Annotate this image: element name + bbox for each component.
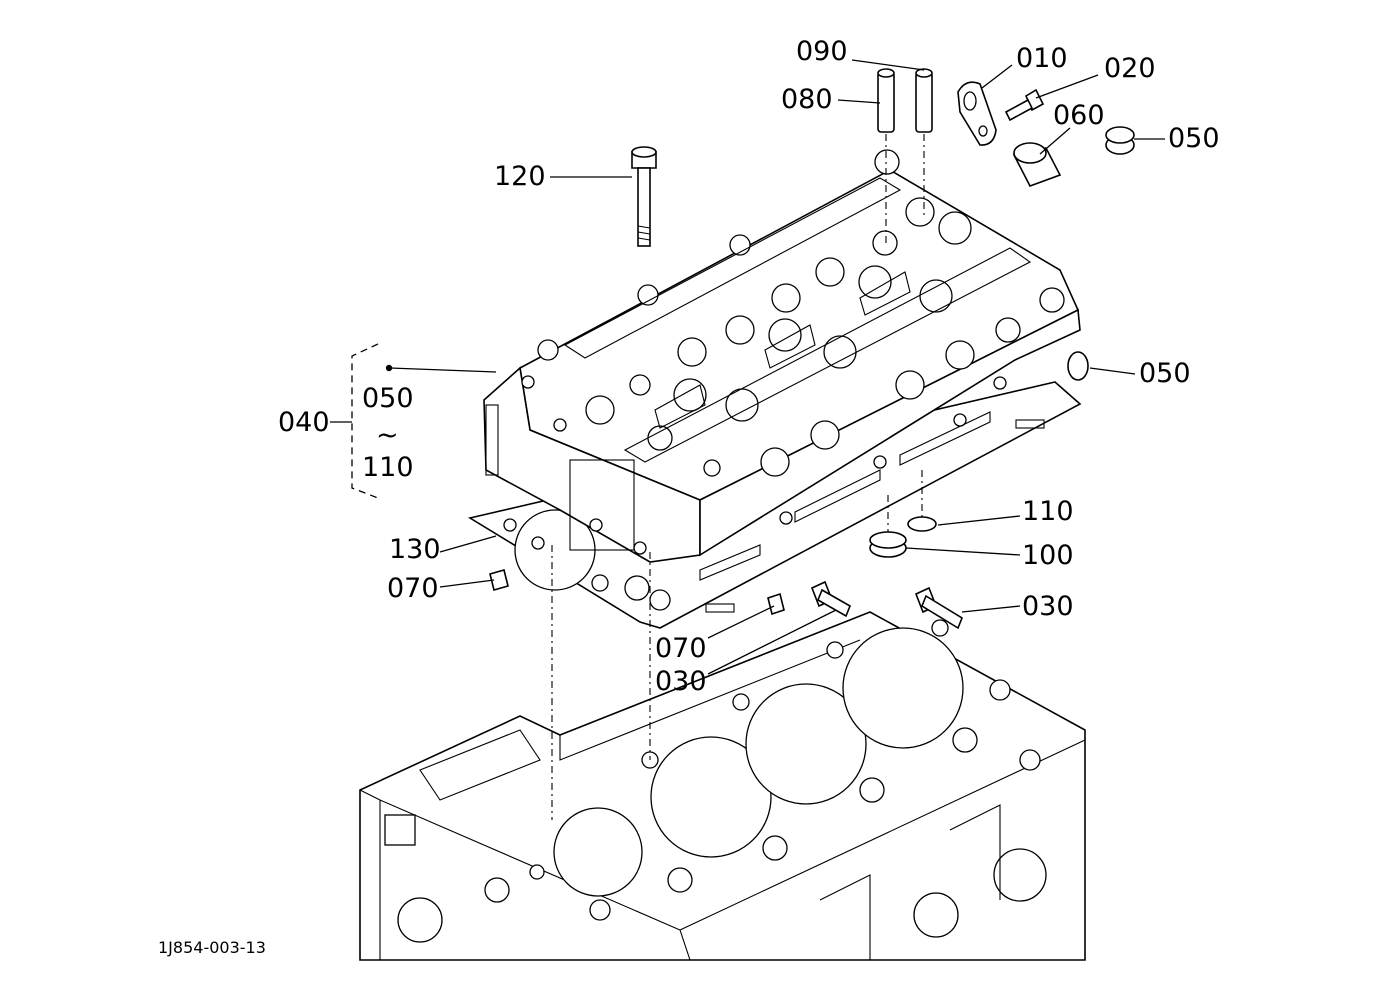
callout-050-lower: 050 xyxy=(1139,358,1191,389)
cylinder-block xyxy=(359,611,1086,961)
leader-lines xyxy=(330,59,1165,675)
stud-bolts xyxy=(810,580,963,630)
hanger-bolt xyxy=(1004,88,1045,122)
callout-090: 090 xyxy=(796,36,848,67)
dowel-pins xyxy=(489,569,785,616)
callout-050-upper: 050 xyxy=(1168,123,1220,154)
drawing-number: 1J854-003-13 xyxy=(158,938,266,957)
callout-100: 100 xyxy=(1022,540,1074,571)
callout-070-center: 070 xyxy=(655,633,707,664)
callout-070-left: 070 xyxy=(387,573,439,604)
callout-040-range-tilde: ~ xyxy=(376,420,399,451)
callout-130: 130 xyxy=(389,534,441,565)
plug-upper xyxy=(1105,126,1135,155)
callout-020: 020 xyxy=(1104,53,1156,84)
plug xyxy=(1012,142,1062,187)
cylinder-head xyxy=(483,149,1081,563)
valve-guides xyxy=(877,68,933,133)
callout-030-right: 030 xyxy=(1022,591,1074,622)
seals xyxy=(869,516,937,558)
callout-030-center: 030 xyxy=(655,666,707,697)
callout-010: 010 xyxy=(1016,43,1068,74)
callout-040: 040 xyxy=(278,407,330,438)
callout-110: 110 xyxy=(1022,496,1074,527)
plug-lower xyxy=(1067,351,1089,381)
alignment-lines xyxy=(551,134,925,820)
callout-120: 120 xyxy=(494,161,546,192)
engine-hanger xyxy=(957,81,997,146)
callout-040-range-to: 110 xyxy=(362,452,414,483)
head-bolt xyxy=(631,146,657,247)
callout-080: 080 xyxy=(781,84,833,115)
callout-labels: 090 080 010 020 060 050 120 050 040 050 … xyxy=(278,36,1220,697)
callout-040-range-from: 050 xyxy=(362,383,414,414)
callout-060: 060 xyxy=(1053,100,1105,131)
